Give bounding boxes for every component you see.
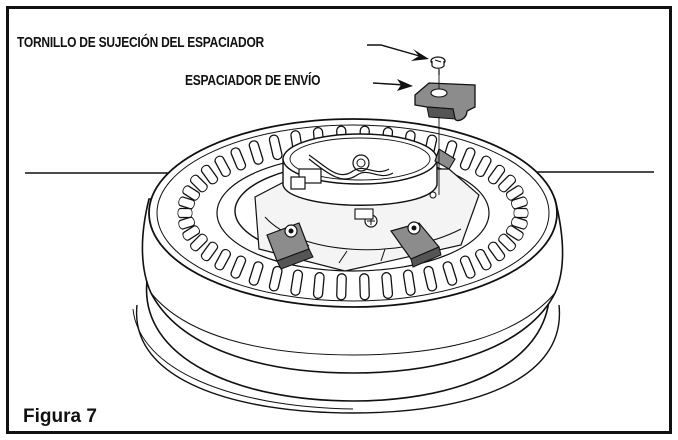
shipping-spacer-icon: [414, 82, 476, 122]
vent-slot: [380, 271, 394, 300]
vent-slot: [312, 271, 326, 300]
vent-slot: [513, 207, 529, 219]
figure-frame: TORNILLO DE SUJECIÓN DEL ESPACIADOR ESPA…: [6, 6, 672, 434]
fan-motor-diagram: [25, 44, 654, 414]
figure-caption: Figura 7: [23, 406, 97, 427]
spacer-screw-icon: [430, 56, 446, 75]
screw-callout-label: TORNILLO DE SUJECIÓN DEL ESPACIADOR: [17, 34, 264, 51]
spacer-callout-label: ESPACIADOR DE ENVÍO: [185, 72, 321, 89]
spacer-leader-arrow: [372, 79, 413, 91]
vent-slot: [358, 273, 371, 301]
vent-slot: [335, 273, 348, 301]
vent-slot: [177, 207, 193, 219]
screw-leader-arrow: [367, 44, 429, 61]
wiring-cover: [282, 133, 438, 220]
shipping-spacer-brackets: [266, 148, 456, 270]
